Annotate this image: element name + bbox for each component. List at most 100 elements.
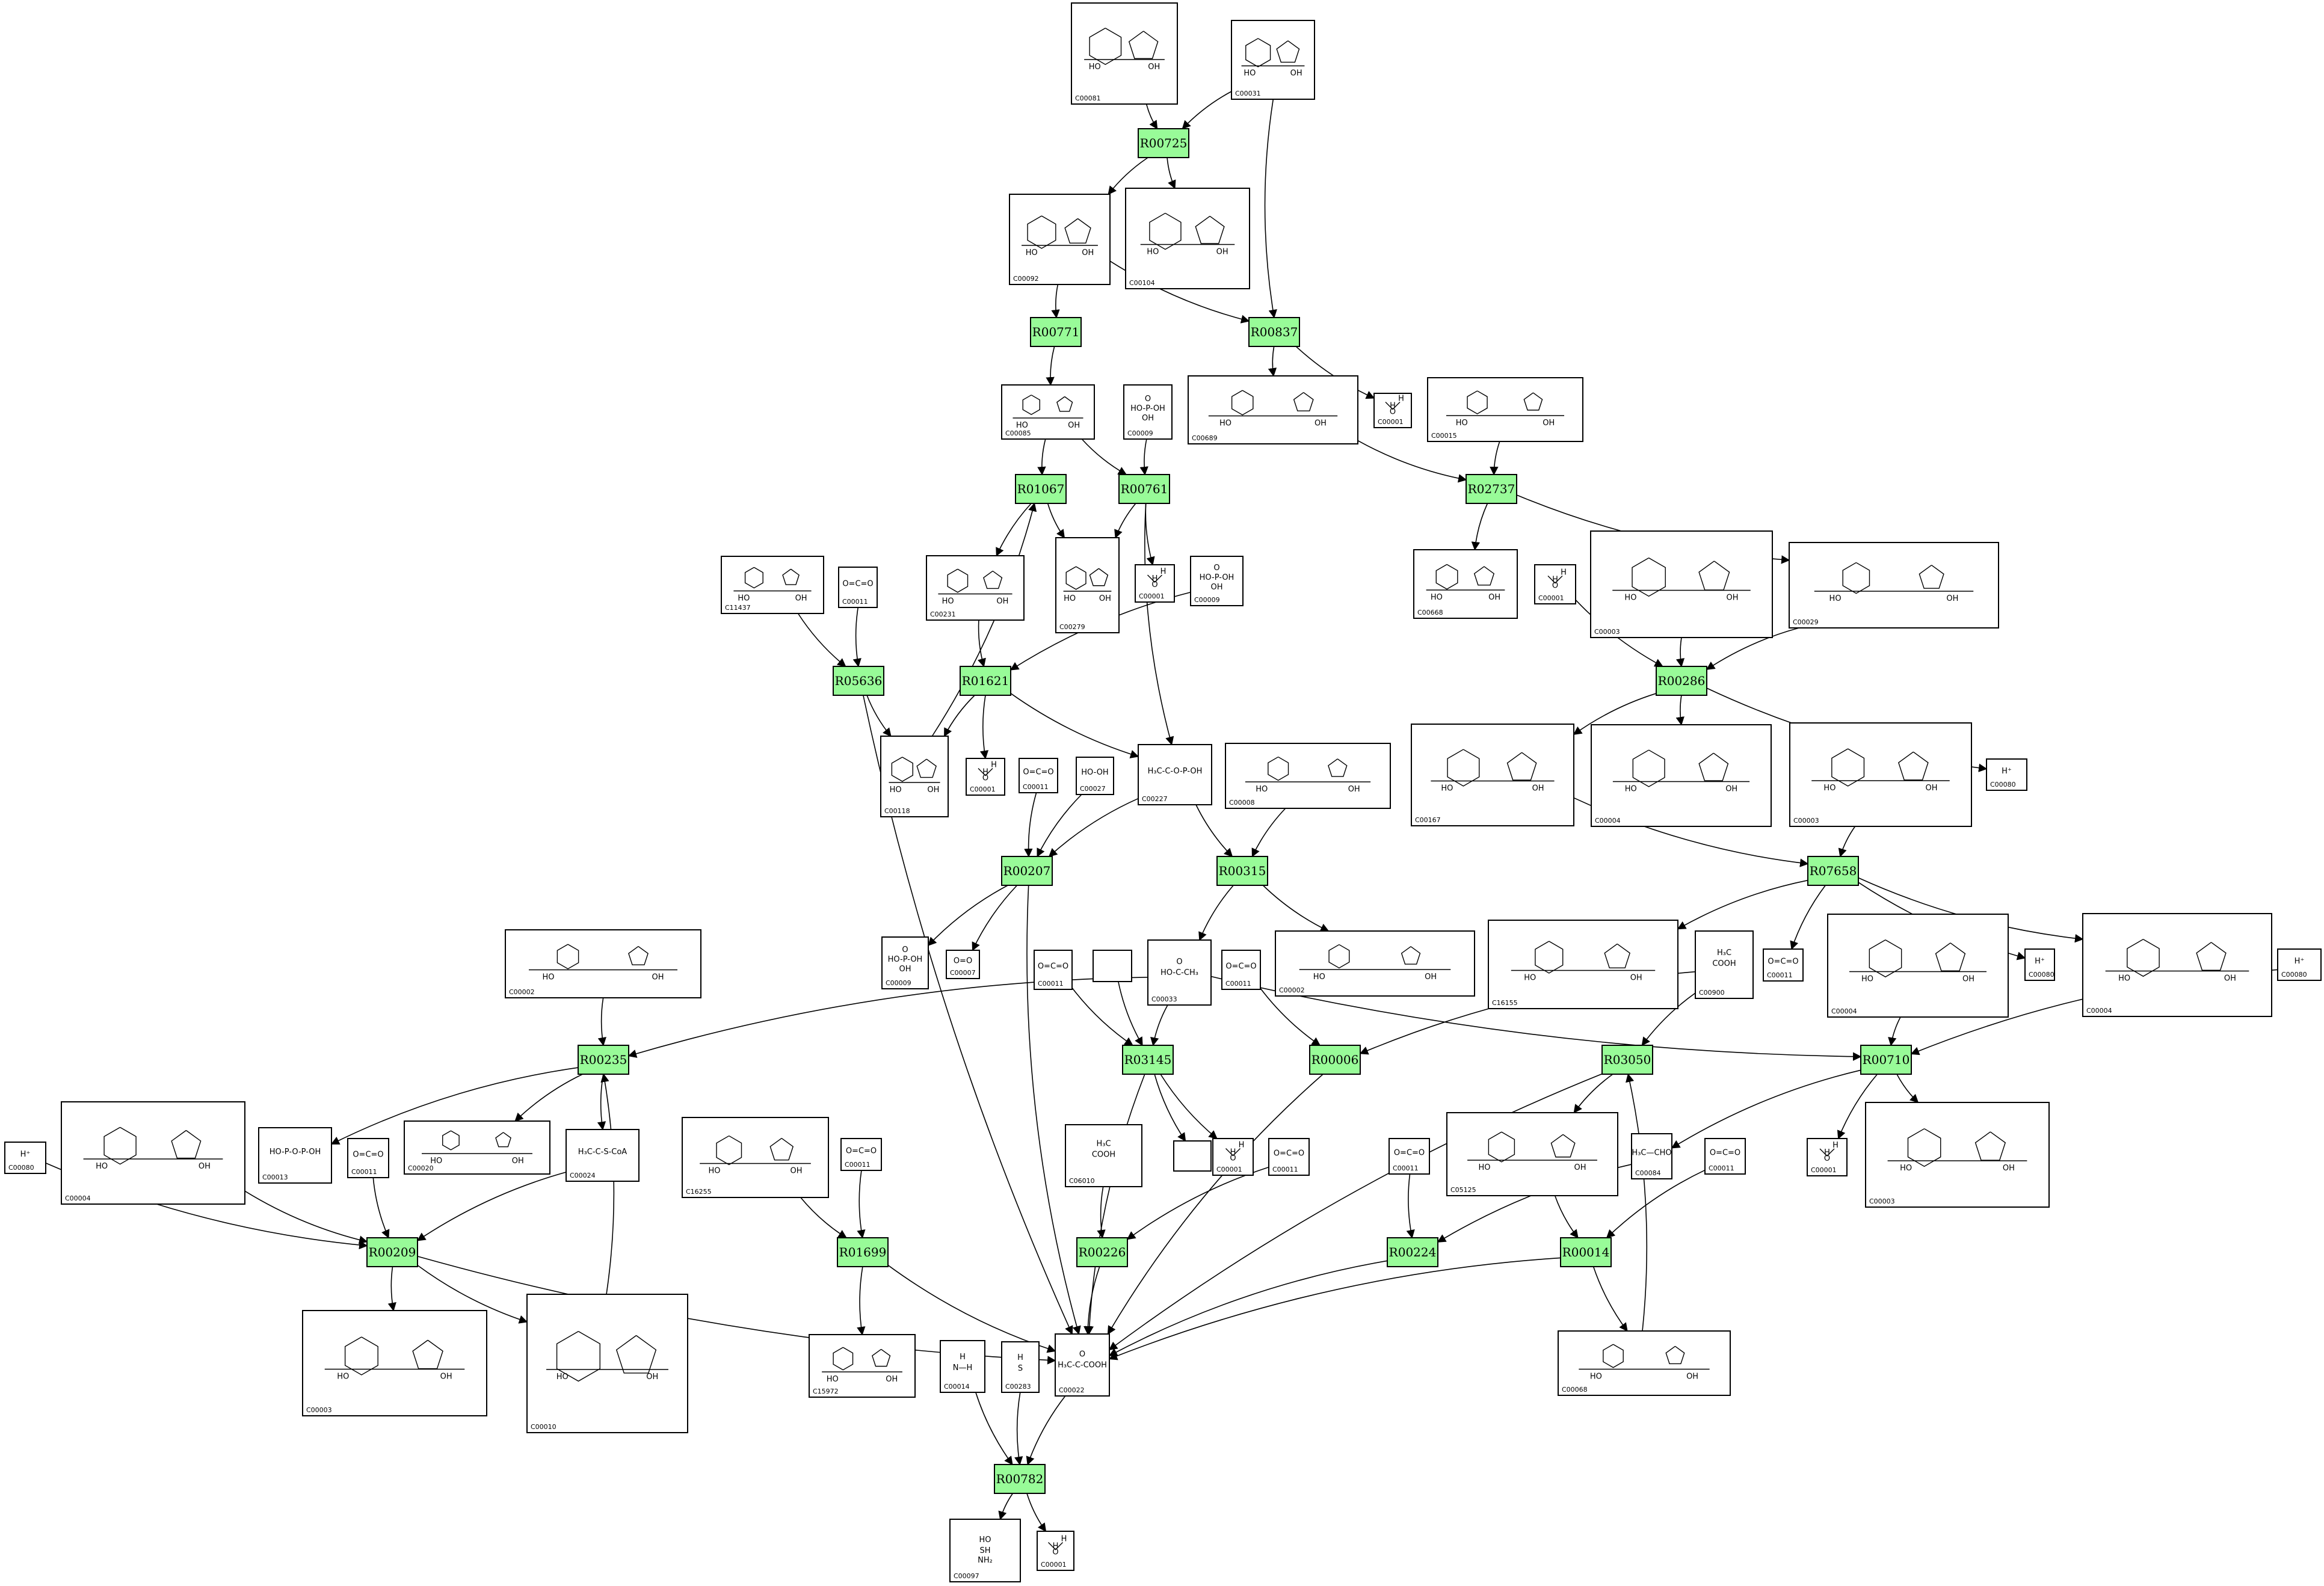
reaction-node-R03050[interactable]: R03050	[1601, 1045, 1653, 1075]
reaction-node-R00771[interactable]: R00771	[1030, 317, 1082, 347]
reaction-node-R00226[interactable]: R00226	[1076, 1237, 1128, 1267]
reaction-node-R02737[interactable]: R02737	[1466, 474, 1517, 504]
compound-node-c44[interactable]: H⁺C00080	[2277, 948, 2322, 981]
reaction-node-R00207[interactable]: R00207	[1001, 856, 1053, 886]
compound-node-c53[interactable]	[1173, 1140, 1212, 1172]
reaction-node-R01699[interactable]: R01699	[837, 1237, 889, 1267]
reaction-node-R00006[interactable]: R00006	[1309, 1045, 1361, 1075]
reaction-node-R01621[interactable]: R01621	[960, 666, 1011, 696]
svg-text:OH: OH	[1727, 594, 1739, 603]
reaction-node-R01067[interactable]: R01067	[1015, 474, 1067, 504]
reaction-node-R00837[interactable]: R00837	[1248, 317, 1300, 347]
reaction-node-R00286[interactable]: R00286	[1656, 666, 1707, 696]
reaction-node-R00235[interactable]: R00235	[578, 1045, 629, 1075]
compound-node-c41[interactable]: H⁺C00080	[2024, 948, 2055, 981]
reaction-node-R00710[interactable]: R00710	[1860, 1045, 1912, 1075]
reaction-node-R00725[interactable]: R00725	[1138, 128, 1189, 158]
reaction-node-R00761[interactable]: R00761	[1118, 474, 1170, 504]
reaction-node-R00209[interactable]: R00209	[366, 1237, 418, 1267]
reaction-node-R00224[interactable]: R00224	[1387, 1237, 1438, 1267]
reaction-node-R00315[interactable]: R00315	[1216, 856, 1268, 886]
compound-node-c34[interactable]	[1093, 950, 1132, 982]
reaction-node-R00782[interactable]: R00782	[994, 1464, 1046, 1494]
reaction-node-R05636[interactable]: R05636	[833, 666, 884, 696]
edge-R00235-c50	[597, 1074, 606, 1131]
compound-node-c45[interactable]: H⁺C00080	[4, 1142, 46, 1174]
reaction-node-R07658[interactable]: R07658	[1807, 856, 1859, 886]
edge-R00725-c4	[1167, 157, 1176, 189]
compound-label: C00011	[845, 1161, 871, 1169]
reaction-node-R03145[interactable]: R03145	[1122, 1045, 1174, 1075]
compound-node-c29[interactable]: H⁺C00080	[1986, 758, 2027, 791]
reaction-node-R00014[interactable]: R00014	[1560, 1237, 1612, 1267]
svg-text:H: H	[1561, 568, 1567, 577]
